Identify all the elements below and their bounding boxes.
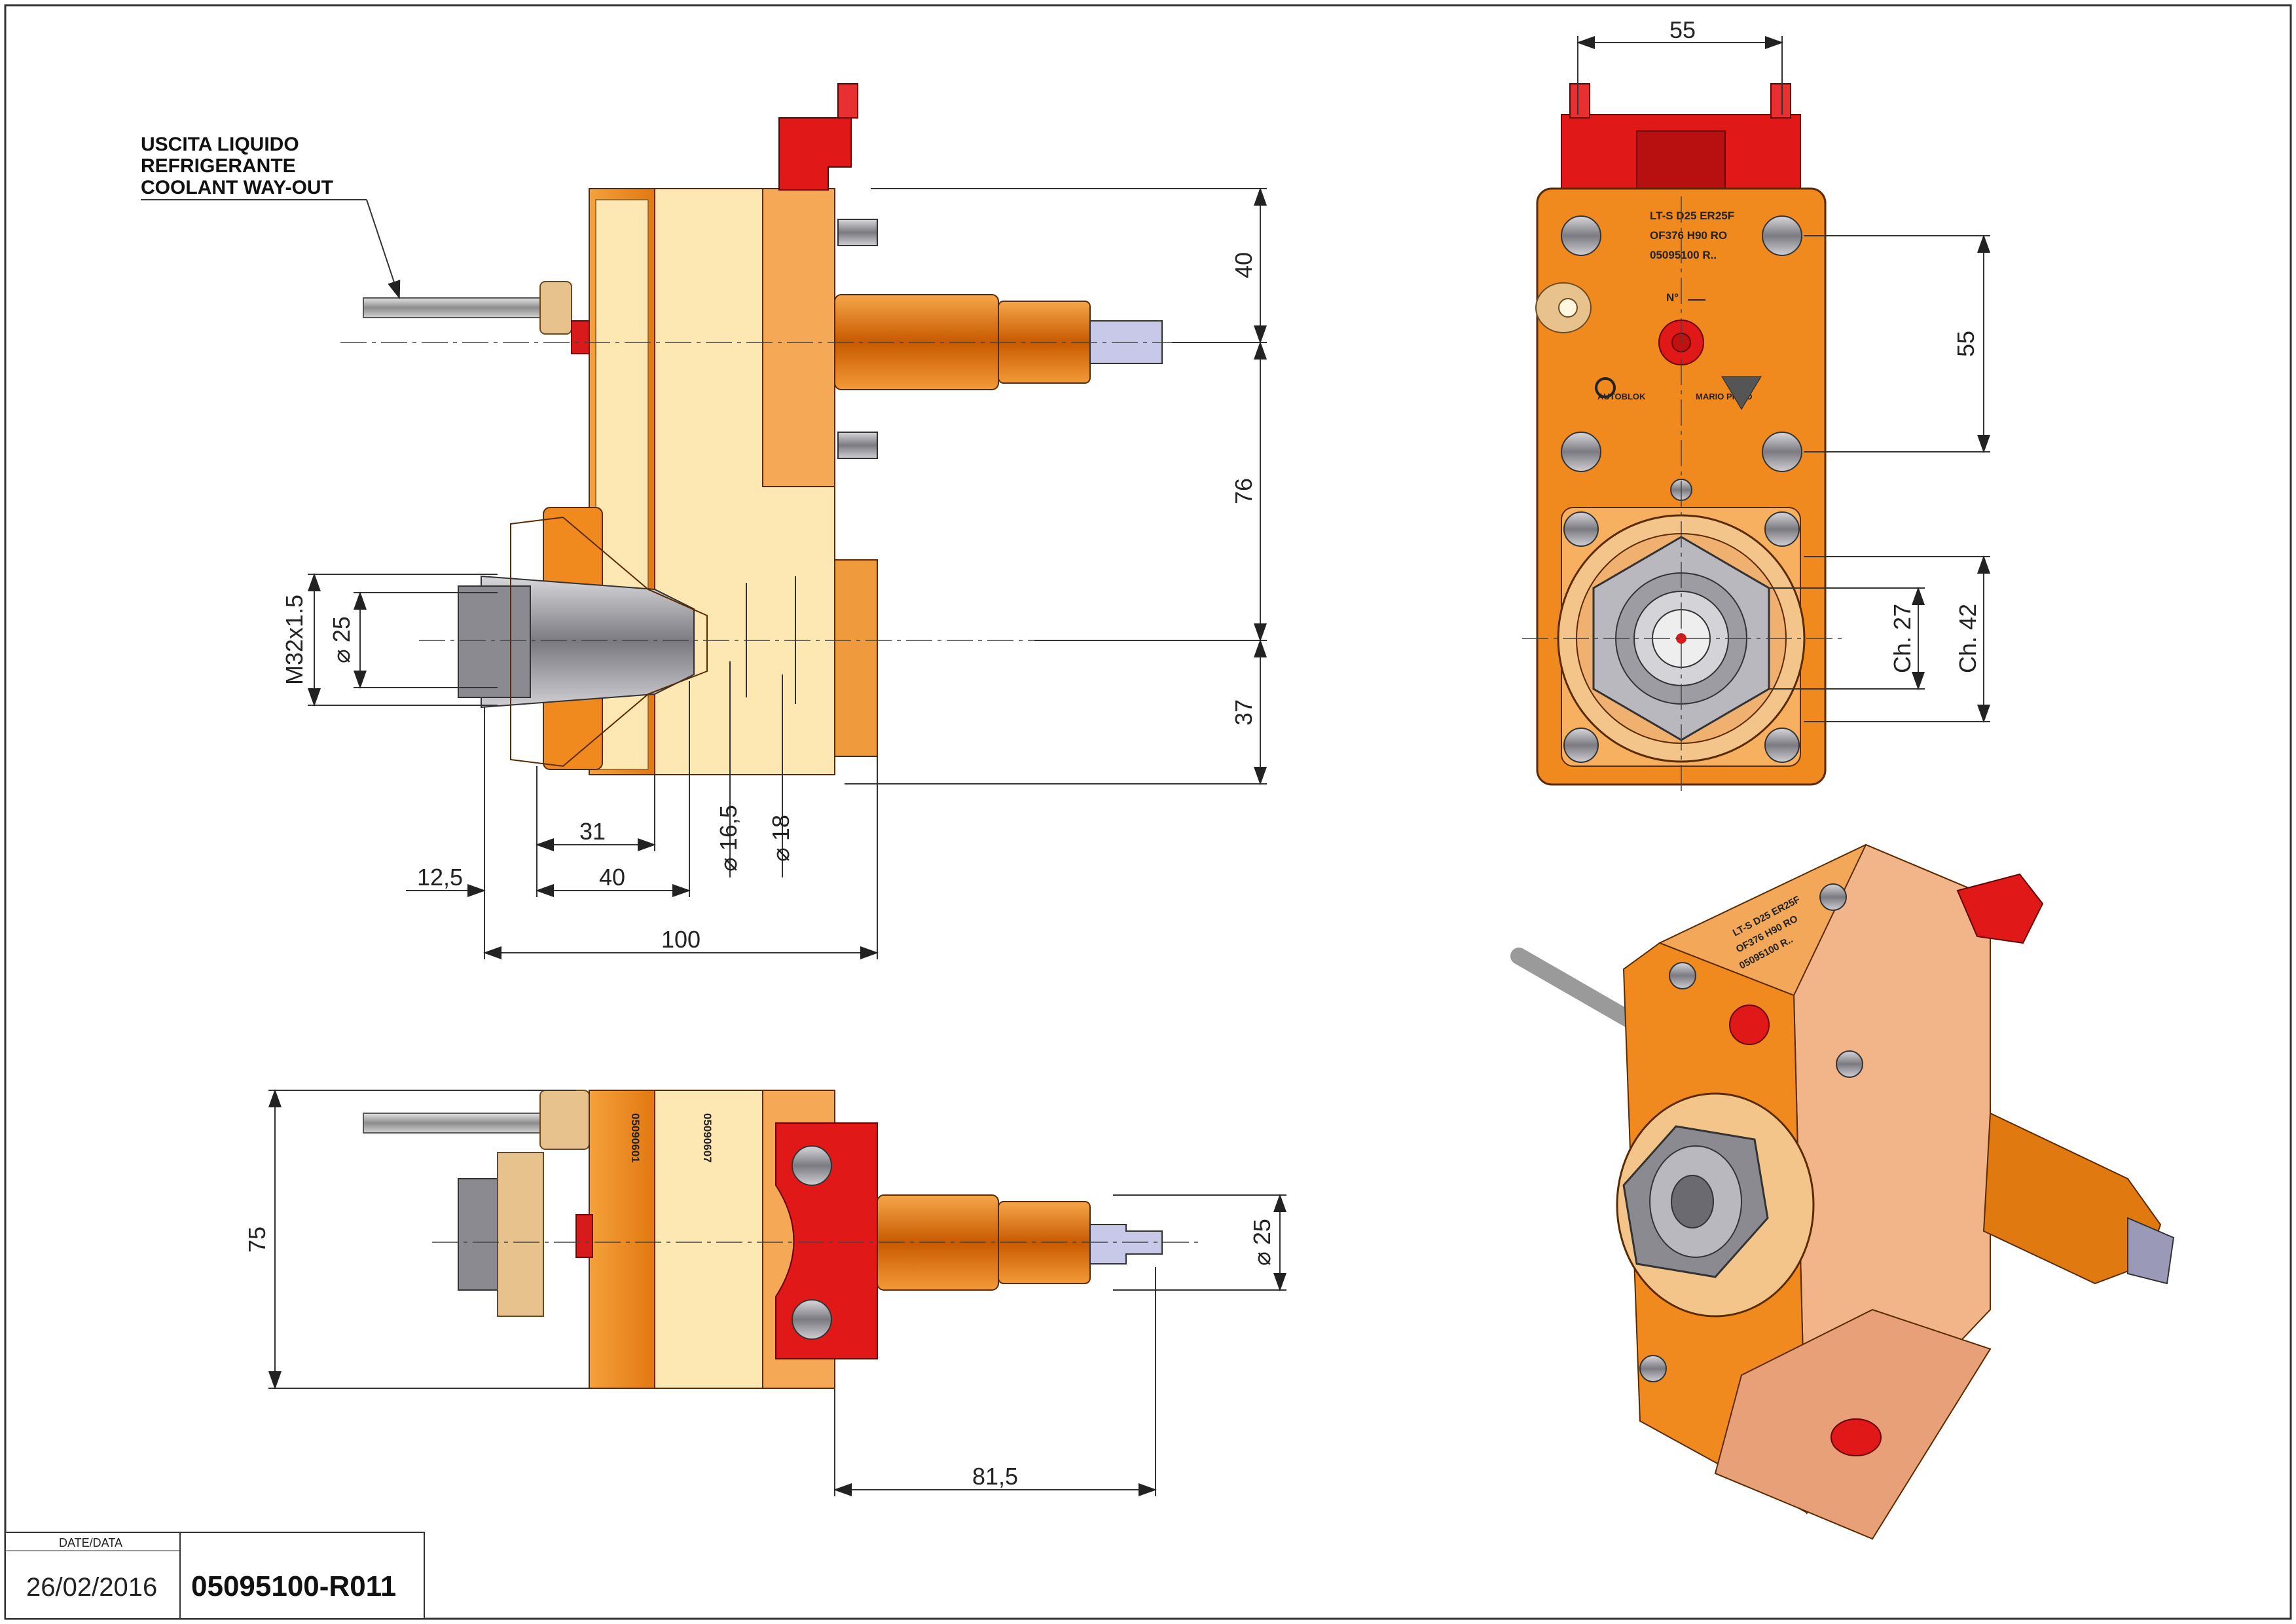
dim-dia16-5: ⌀ 16,5 bbox=[715, 805, 742, 872]
iso-screw-2 bbox=[1819, 883, 1847, 911]
plate-line3: 05095100 R.. bbox=[1650, 249, 1717, 261]
top-nut bbox=[458, 1178, 498, 1291]
side-body-front-flange bbox=[762, 188, 835, 487]
top-body-main bbox=[654, 1090, 763, 1389]
dim-dia18: ⌀ 18 bbox=[767, 815, 794, 862]
coolant-note-line2: REFRIGERANTE bbox=[141, 155, 296, 177]
coolant-fitting bbox=[539, 281, 572, 335]
front-center-dot bbox=[1676, 633, 1686, 644]
top-coolant-pipe bbox=[363, 1113, 541, 1134]
front-top-screw-right bbox=[1770, 83, 1791, 119]
brand-triangle-icon bbox=[1721, 376, 1762, 410]
dim-dia25-left: ⌀ 25 bbox=[328, 616, 355, 663]
title-block: DATE/DATA 26/02/2016 05095100-R011 bbox=[5, 1532, 425, 1619]
dim-front-55-top: 55 bbox=[1669, 16, 1696, 43]
sheet-border bbox=[4, 4, 2292, 1620]
side-collet-nut bbox=[458, 585, 531, 698]
dim-ch42: Ch. 42 bbox=[1954, 604, 1981, 673]
front-screw-ml bbox=[1561, 432, 1601, 472]
dim-thread: M32x1.5 bbox=[281, 595, 308, 685]
date-label: DATE/DATA bbox=[59, 1536, 122, 1549]
coolant-note-line3: COOLANT WAY-OUT bbox=[141, 177, 333, 198]
dim-ch27: Ch. 27 bbox=[1889, 604, 1916, 673]
top-drive-tang bbox=[1089, 1224, 1163, 1264]
side-clamp bbox=[778, 117, 852, 191]
front-top-clamp-center bbox=[1636, 130, 1726, 191]
isometric-view: LT-S D25 ER25F OF376 H90 RO 05095100 R.. bbox=[1510, 843, 2175, 1540]
dim-len100: 100 bbox=[661, 926, 701, 953]
side-bolt-upper bbox=[837, 219, 878, 246]
top-ring bbox=[497, 1152, 544, 1317]
iso-red-plug bbox=[1729, 1005, 1770, 1045]
coolant-pipe bbox=[363, 297, 541, 318]
top-body-rear bbox=[589, 1090, 655, 1389]
iso-screw-1 bbox=[1669, 962, 1696, 989]
top-coolant-fitting bbox=[539, 1090, 590, 1150]
side-view bbox=[340, 83, 1264, 775]
plate-line2: OF376 H90 RO bbox=[1650, 229, 1727, 242]
coolant-note: USCITA LIQUIDO REFRIGERANTE COOLANT WAY-… bbox=[141, 134, 401, 299]
number-mark: N° bbox=[1666, 291, 1679, 304]
side-body-lower-block bbox=[834, 559, 878, 757]
part-b-label: 05090607 bbox=[701, 1113, 714, 1163]
top-red-port bbox=[575, 1214, 593, 1258]
side-hatch-section bbox=[510, 516, 708, 767]
dim-side-37: 37 bbox=[1230, 699, 1257, 726]
dim-len31: 31 bbox=[579, 818, 606, 845]
dim-top-81-5: 81,5 bbox=[972, 1463, 1018, 1490]
front-dimensions: 55 55 Ch. 27 Ch. 42 bbox=[1576, 16, 1990, 723]
top-clamp-screw-top bbox=[792, 1145, 832, 1186]
iso-drive-tang bbox=[2127, 1217, 2175, 1285]
front-coolant-hole bbox=[1558, 298, 1578, 318]
iso-bottom-red-plug bbox=[1831, 1418, 1882, 1456]
front-screw-fl-br bbox=[1764, 728, 1800, 763]
front-screw-fl-tl bbox=[1563, 511, 1599, 547]
dim-front-55-right: 55 bbox=[1952, 331, 1979, 357]
side-bolt-lower bbox=[837, 432, 878, 459]
dim-side-40: 40 bbox=[1230, 252, 1257, 278]
dim-len40: 40 bbox=[599, 864, 625, 891]
part-a-label: 05090601 bbox=[629, 1113, 642, 1163]
front-top-screw-left bbox=[1569, 83, 1590, 119]
dim-top-75: 75 bbox=[244, 1227, 270, 1253]
iso-screw-4 bbox=[1836, 1050, 1863, 1078]
top-view: 05090601 05090607 bbox=[363, 1090, 1198, 1389]
iso-collet-bore bbox=[1671, 1175, 1714, 1228]
brand-left: AUTOBLOK bbox=[1597, 392, 1646, 401]
top-dimensions: 75 ⌀ 25 81,5 bbox=[244, 1089, 1286, 1496]
front-screw-fl-bl bbox=[1563, 728, 1599, 763]
dim-len12-5: 12,5 bbox=[417, 864, 463, 891]
dim-side-76: 76 bbox=[1230, 478, 1257, 504]
top-clamp-screw-bottom bbox=[792, 1299, 832, 1340]
front-screw-fl-tr bbox=[1764, 511, 1800, 547]
date-value: 26/02/2016 bbox=[26, 1573, 157, 1602]
front-screw-mr bbox=[1762, 432, 1802, 472]
front-screw-tr bbox=[1762, 215, 1802, 256]
dim-top-dia25: ⌀ 25 bbox=[1248, 1219, 1275, 1266]
iso-red-clamp bbox=[1956, 873, 2044, 944]
brand-logo-icon bbox=[1595, 377, 1616, 398]
front-screw-tl bbox=[1561, 215, 1601, 256]
side-dimensions: 40 76 37 M32x1.5 ⌀ 25 31 12,5 40 100 ⌀ 1… bbox=[281, 187, 1267, 959]
front-view: LT-S D25 ER25F OF376 H90 RO 05095100 R..… bbox=[1522, 83, 1843, 792]
side-collet-cone bbox=[481, 575, 695, 709]
plate-line1: LT-S D25 ER25F bbox=[1650, 210, 1734, 222]
iso-screw-5 bbox=[1639, 1355, 1667, 1382]
coolant-red-port bbox=[571, 320, 592, 354]
drawing-code: 05095100-R011 bbox=[191, 1570, 396, 1602]
coolant-note-line1: USCITA LIQUIDO bbox=[141, 134, 299, 155]
side-clamp-screw bbox=[837, 83, 858, 119]
